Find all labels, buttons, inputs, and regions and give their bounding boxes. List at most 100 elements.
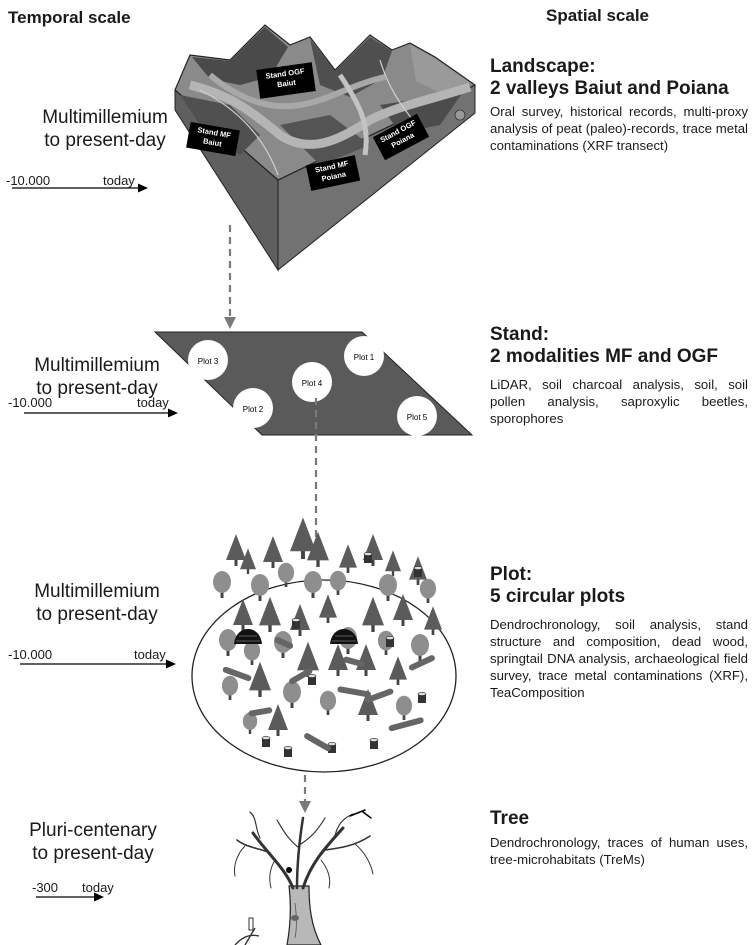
title-line: Stand: bbox=[490, 324, 550, 345]
conifer-trunk bbox=[276, 726, 280, 736]
time-label-line: Pluri-centenary bbox=[29, 820, 157, 841]
plot-label: Plot 2 bbox=[243, 405, 264, 414]
broadleaf-tree bbox=[319, 690, 337, 711]
conifer-trunk bbox=[371, 556, 375, 566]
conifer-tree bbox=[233, 599, 253, 625]
plot-title: Plot: 5 circular plots bbox=[490, 564, 625, 608]
conifer-tree bbox=[290, 517, 316, 552]
dashed-arrow-icon bbox=[299, 775, 311, 813]
conifer-trunk bbox=[271, 558, 275, 568]
broadleaf-tree bbox=[379, 574, 397, 596]
conifer-tree bbox=[362, 596, 384, 626]
broadleaf-trunk bbox=[384, 646, 388, 655]
stump bbox=[292, 620, 300, 629]
broadleaf-tree bbox=[411, 634, 429, 656]
conifer-trunk bbox=[364, 666, 368, 676]
dashed-arrow-icon bbox=[314, 398, 318, 544]
conifer-trunk bbox=[326, 614, 330, 623]
stump-top bbox=[283, 746, 293, 750]
axis-start-label: -10.000 bbox=[8, 647, 53, 662]
mound-texture bbox=[332, 635, 356, 642]
broadleaf-tree bbox=[251, 574, 269, 596]
time-arrow-icon bbox=[12, 183, 148, 193]
stump bbox=[414, 568, 422, 577]
conifer-tree bbox=[268, 704, 288, 730]
stump-top bbox=[385, 636, 395, 640]
deadwood-log bbox=[364, 688, 394, 703]
deadwood-log bbox=[337, 686, 372, 698]
time-label-tree: Pluri-centenary to present-day bbox=[0, 819, 188, 865]
conifer-tree bbox=[249, 661, 271, 691]
conifer-trunk bbox=[316, 556, 320, 567]
broadleaf-tree bbox=[395, 695, 413, 716]
charcoal-kiln-mound bbox=[330, 629, 358, 644]
stump-top bbox=[413, 566, 423, 570]
spatial-scale-header: Spatial scale bbox=[546, 6, 650, 25]
stump-top bbox=[327, 742, 337, 746]
stand-title: Stand: 2 modalities MF and OGF bbox=[490, 324, 718, 368]
conifer-tree bbox=[307, 531, 329, 561]
conifer-tree bbox=[328, 644, 348, 670]
conifer-trunk bbox=[346, 564, 350, 573]
stump bbox=[386, 638, 394, 647]
stump bbox=[364, 554, 372, 563]
charcoal-kiln-mound bbox=[234, 629, 262, 644]
conifer-tree bbox=[297, 641, 319, 671]
broadleaf-tree bbox=[329, 570, 347, 591]
broadleaf-tree bbox=[283, 681, 301, 703]
broadleaf-trunk bbox=[326, 706, 330, 715]
time-label-stand: Multimillemium to present-day bbox=[2, 354, 192, 400]
time-label-line: to present-day bbox=[32, 843, 154, 864]
time-label-line: Multimillemium bbox=[42, 107, 168, 128]
stand-description: LiDAR, soil charcoal analysis, soil, soi… bbox=[490, 377, 748, 426]
stump-top bbox=[307, 674, 317, 678]
stump-top bbox=[363, 552, 373, 556]
conifer-trunk bbox=[298, 626, 302, 636]
plot-label: Plot 4 bbox=[302, 379, 323, 388]
stand-parallelogram-illustration: Plot 1 Plot 2 Plot 3 Plot 4 Plot 5 bbox=[153, 331, 474, 436]
time-arrow-icon bbox=[36, 892, 104, 902]
conifer-tree bbox=[319, 594, 337, 618]
stump-top bbox=[261, 736, 271, 740]
stump bbox=[370, 740, 378, 749]
time-label-line: to present-day bbox=[44, 130, 166, 151]
plot-description: Dendrochronology, soil analysis, stand s… bbox=[490, 617, 748, 700]
title-line: 2 valleys Baiut and Poiana bbox=[490, 78, 729, 99]
plot-label: Plot 3 bbox=[198, 357, 219, 366]
broadleaf-trunk bbox=[248, 726, 252, 734]
conifer-trunk bbox=[431, 626, 435, 635]
stump bbox=[418, 694, 426, 703]
plot-label: Plot 1 bbox=[354, 353, 375, 362]
stump bbox=[308, 676, 316, 685]
time-arrow-icon bbox=[20, 659, 176, 669]
conifer-tree bbox=[226, 534, 246, 560]
conifer-trunk bbox=[391, 568, 395, 576]
time-label-line: to present-day bbox=[36, 604, 158, 625]
landscape-title: Landscape: 2 valleys Baiut and Poiana bbox=[490, 56, 729, 100]
conifer-trunk bbox=[246, 566, 250, 574]
broadleaf-tree bbox=[419, 578, 437, 599]
stump bbox=[284, 748, 292, 757]
broadleaf-tree bbox=[213, 571, 231, 593]
conifer-tree bbox=[424, 606, 442, 630]
stump bbox=[262, 738, 270, 747]
deadwood-log bbox=[343, 656, 365, 667]
conifer-tree bbox=[339, 544, 357, 568]
conifer-trunk bbox=[416, 576, 420, 585]
time-label-line: Multimillemium bbox=[34, 581, 160, 602]
time-label-landscape: Multimillemium to present-day bbox=[10, 106, 200, 152]
axis-end-label: today bbox=[137, 395, 169, 410]
conifer-tree bbox=[263, 536, 283, 562]
axis-start-label: -10.000 bbox=[8, 395, 53, 410]
forest-elements bbox=[213, 517, 442, 757]
broadleaf-tree bbox=[304, 571, 322, 593]
conifer-trunk bbox=[396, 676, 400, 685]
broadleaf-tree bbox=[243, 640, 261, 661]
time-label-line: to present-day bbox=[36, 378, 158, 399]
time-arrow-icon bbox=[24, 408, 178, 418]
stump-top bbox=[369, 738, 379, 742]
conifer-trunk bbox=[336, 666, 340, 676]
axis-end-label: today bbox=[82, 880, 114, 895]
conifer-tree bbox=[389, 656, 407, 680]
broadleaf-tree bbox=[221, 675, 239, 696]
